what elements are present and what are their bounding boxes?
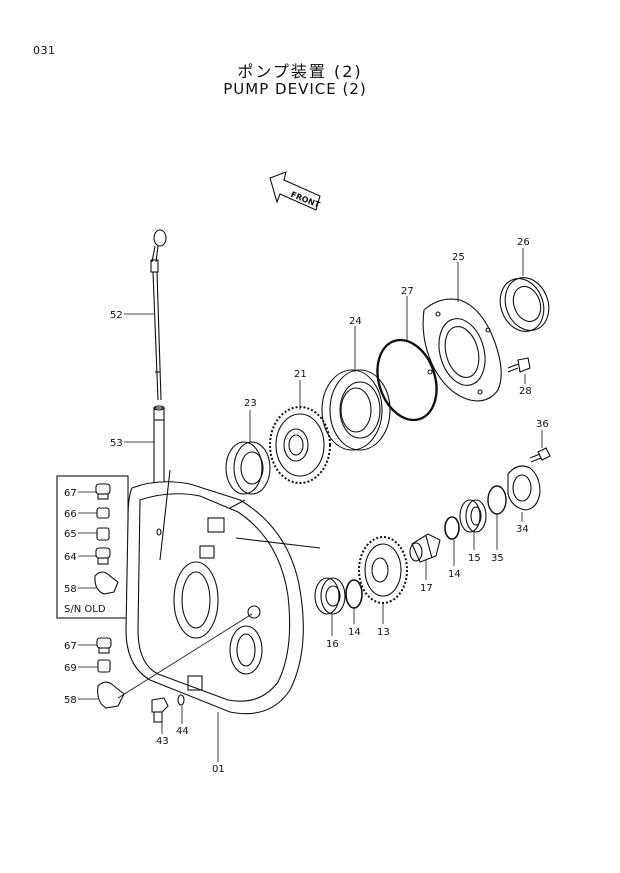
callout-25: 25 [452, 252, 465, 263]
bolt-36-part [529, 447, 551, 463]
callout-43: 43 [156, 736, 169, 747]
callout-67b: 67 [64, 641, 77, 652]
bearing-15-part [459, 499, 487, 533]
callout-14a: 14 [348, 627, 361, 638]
callout-53: 53 [110, 438, 123, 449]
callout-64: 64 [64, 552, 77, 563]
leader-lines [78, 248, 543, 762]
callout-65: 65 [64, 529, 77, 540]
callout-21: 21 [294, 369, 307, 380]
callout-26: 26 [517, 237, 530, 248]
callout-28: 28 [519, 386, 532, 397]
cover-25-part [422, 298, 502, 402]
callout-15: 15 [468, 553, 481, 564]
bearing-23-part [225, 441, 271, 495]
bolt-28-part [507, 357, 531, 373]
callout-14b: 14 [448, 569, 461, 580]
seal-26-part [499, 277, 550, 332]
snap-ring-14b-part [444, 516, 460, 540]
callout-44: 44 [176, 726, 189, 737]
page-number: 031 [33, 44, 56, 57]
title-japanese: ポンプ装置 (2) [237, 62, 363, 81]
o-ring-35-part [487, 485, 507, 515]
callout-58b: 58 [64, 695, 77, 706]
callout-17: 17 [420, 583, 433, 594]
dipstick-part [150, 229, 167, 401]
gear-13-part [358, 536, 408, 604]
callout-66: 66 [64, 509, 77, 520]
pipe-part [153, 405, 165, 487]
o-ring-27-part [376, 338, 438, 422]
callout-labels: 52 53 67 66 65 64 58 S/N OLD 67 69 58 43… [64, 237, 549, 775]
bearing-16-part [314, 577, 346, 615]
callout-13: 13 [377, 627, 390, 638]
title-english: PUMP DEVICE (2) [223, 80, 367, 98]
callout-24: 24 [349, 316, 362, 327]
callout-23: 23 [244, 398, 257, 409]
bearing-24-part [321, 369, 391, 451]
lower-fittings [96, 637, 125, 709]
callout-36: 36 [536, 419, 549, 430]
plug-43-part [151, 694, 185, 723]
cover-34-part [507, 465, 541, 511]
callout-01: 01 [212, 764, 225, 775]
shaft-17-part [409, 533, 441, 563]
callout-35: 35 [491, 553, 504, 564]
callout-34: 34 [516, 524, 529, 535]
callout-67a: 67 [64, 488, 77, 499]
inset-fittings [94, 483, 119, 595]
callout-52: 52 [110, 310, 123, 321]
inset-caption: S/N OLD [64, 604, 106, 615]
pump-housing-part [125, 469, 321, 715]
callout-69: 69 [64, 663, 77, 674]
snap-ring-14-part [345, 579, 363, 609]
front-arrow-icon: FRONT [269, 171, 322, 211]
callout-16: 16 [326, 639, 339, 650]
gear-21-part [269, 406, 331, 484]
callout-58a: 58 [64, 584, 77, 595]
callout-27: 27 [401, 286, 414, 297]
